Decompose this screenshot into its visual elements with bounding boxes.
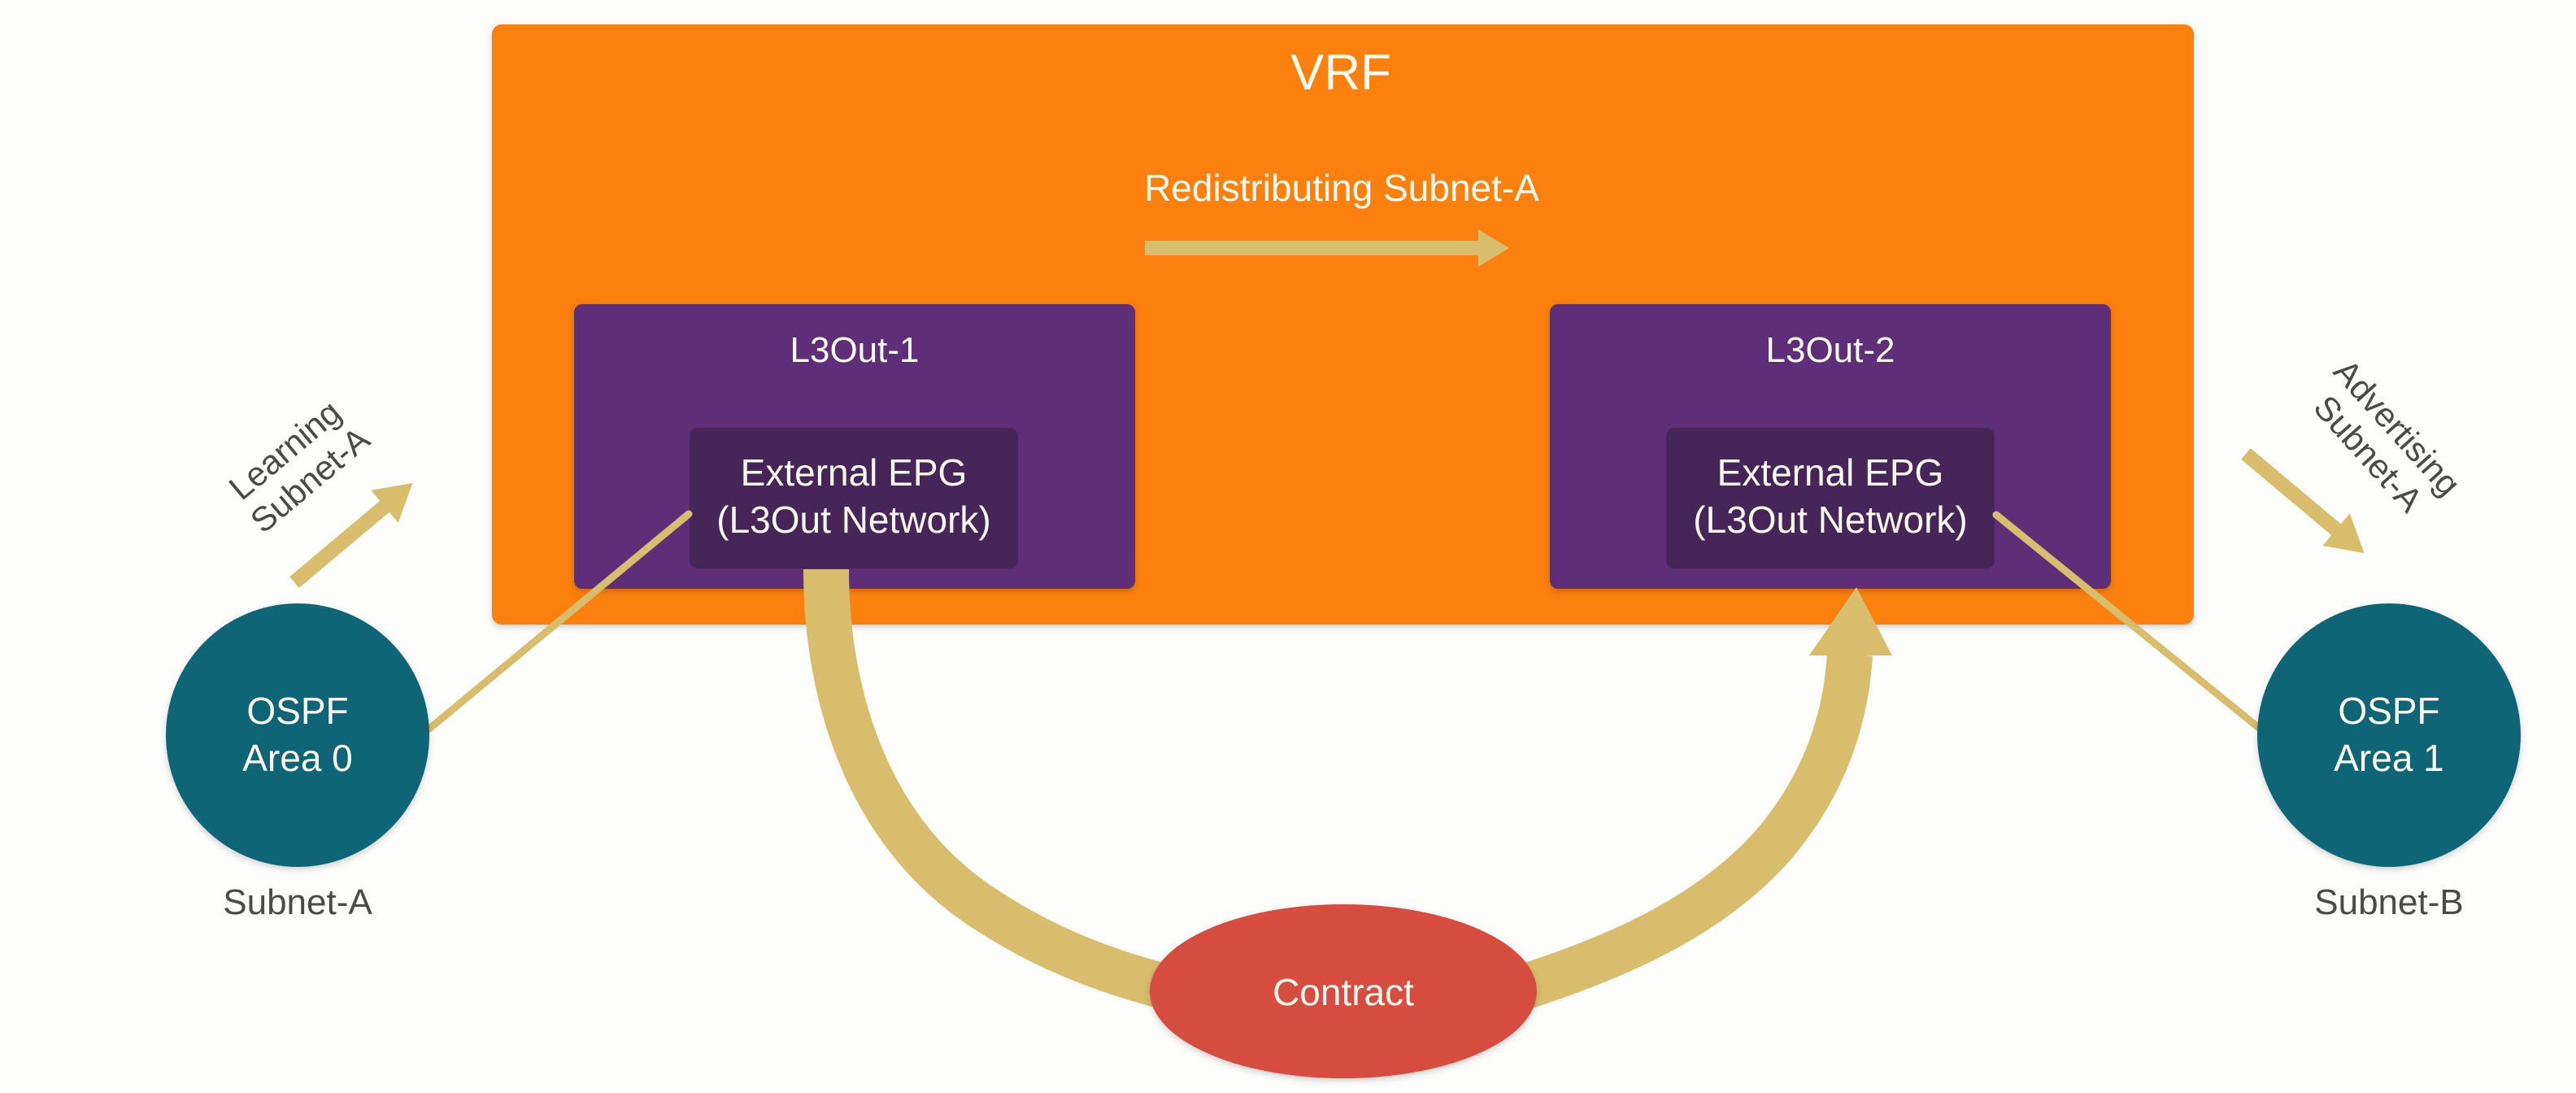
epg-2-line1: External EPG xyxy=(1717,451,1944,494)
contract-node[interactable]: Contract xyxy=(1150,904,1537,1078)
epg-2-line2: (L3Out Network) xyxy=(1693,499,1967,541)
advertising-arrow-icon xyxy=(2241,448,2365,554)
redistribute-label: Redistributing Subnet-A xyxy=(1144,167,1539,209)
subnet-a-label: Subnet-A xyxy=(223,882,372,922)
ospf-area1-line2: Area 1 xyxy=(2334,737,2444,779)
epg-1-line1: External EPG xyxy=(741,451,968,494)
learning-label: Learning Subnet-A xyxy=(222,393,377,541)
redistribute-arrow-icon xyxy=(1145,229,1509,267)
ospf-area1-connector xyxy=(1992,511,2263,732)
ospf-area0-line1: OSPF xyxy=(246,690,348,732)
ospf-area1-line1: OSPF xyxy=(2338,690,2439,732)
contract-arc-right xyxy=(1513,653,1873,1010)
l3out-2-title: L3Out-2 xyxy=(1766,330,1895,370)
l3out-2-box[interactable]: L3Out-2 External EPG (L3Out Network) xyxy=(1550,304,2111,589)
advertising-label: Advertising Subnet-A xyxy=(2306,352,2468,520)
l3out-2-external-epg[interactable]: External EPG (L3Out Network) xyxy=(1666,428,1995,568)
l3out-1-box[interactable]: L3Out-1 External EPG (L3Out Network) xyxy=(574,304,1135,589)
ospf-area0-line2: Area 0 xyxy=(242,737,353,779)
ospf-area1-node[interactable]: OSPF Area 1 xyxy=(2257,603,2521,867)
vrf-title: VRF xyxy=(1290,45,1391,101)
learning-arrow-icon xyxy=(289,482,413,588)
ospf-area0-node[interactable]: OSPF Area 0 xyxy=(166,603,429,867)
contract-arc-left xyxy=(803,568,1177,1011)
ospf-area0-connector xyxy=(425,510,693,733)
l3out-1-external-epg[interactable]: External EPG (L3Out Network) xyxy=(690,428,1018,568)
l3out-1-title: L3Out-1 xyxy=(790,330,920,370)
epg-1-line2: (L3Out Network) xyxy=(716,499,990,541)
contract-arrowhead-icon xyxy=(1809,587,1892,655)
contract-label: Contract xyxy=(1273,971,1414,1013)
subnet-b-label: Subnet-B xyxy=(2314,882,2463,922)
